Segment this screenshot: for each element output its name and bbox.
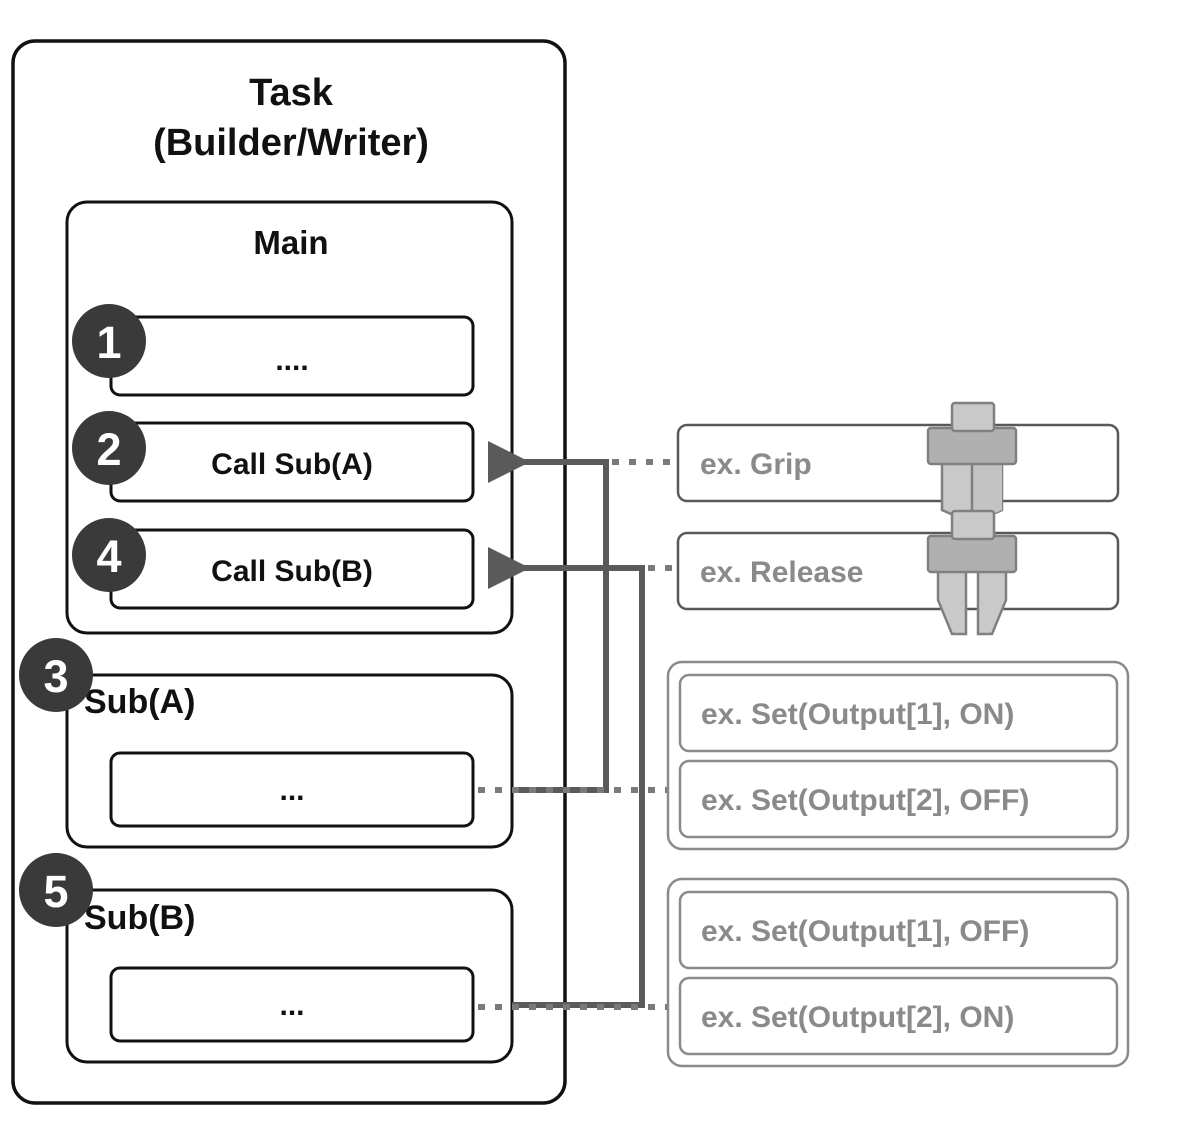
main-block-label: Main: [253, 224, 328, 261]
task-title-line1: Task: [249, 72, 334, 114]
main-step-4-label: Call Sub(B): [211, 555, 373, 588]
gripper-closed-icon: [926, 401, 1018, 525]
step-badge-4[interactable]: 4: [72, 518, 146, 592]
main-block[interactable]: [65, 200, 514, 635]
connector-sub-a-to-call-a: [488, 441, 609, 793]
sub-b-body-label: ...: [279, 989, 304, 1022]
sub-a-body-box[interactable]: [109, 751, 475, 828]
sub-b-label: Sub(B): [84, 899, 195, 937]
example-output-b2-label: ex. Set(Output[2], ON): [701, 1001, 1014, 1034]
gripper-open-icon: [926, 509, 1018, 636]
main-step-2-label: Call Sub(A): [211, 448, 373, 481]
step-badge-2-number: 2: [96, 424, 121, 475]
step-badge-3[interactable]: 3: [19, 638, 93, 712]
example-output-a1-label: ex. Set(Output[1], ON): [701, 698, 1014, 731]
main-step-1-label: ....: [275, 344, 308, 377]
example-release-label: ex. Release: [700, 556, 863, 589]
example-grip-label: ex. Grip: [700, 448, 812, 481]
example-output-b1-label: ex. Set(Output[1], OFF): [701, 915, 1029, 948]
example-output-a1-box[interactable]: [678, 673, 1119, 753]
step-badge-1[interactable]: 1: [72, 304, 146, 378]
step-badge-5-number: 5: [43, 866, 68, 917]
step-badge-5[interactable]: 5: [19, 853, 93, 927]
example-output-a2-label: ex. Set(Output[2], OFF): [701, 784, 1029, 817]
sub-b-body-box[interactable]: [109, 966, 475, 1043]
step-badge-3-number: 3: [43, 651, 68, 702]
step-badge-1-number: 1: [96, 317, 121, 368]
sub-a-body-label: ...: [279, 774, 304, 807]
example-output-b2-box[interactable]: [678, 976, 1119, 1056]
example-output-b1-box[interactable]: [678, 890, 1119, 970]
step-badge-4-number: 4: [96, 531, 121, 582]
sub-a-label: Sub(A): [84, 683, 195, 721]
task-title-line2: (Builder/Writer): [153, 122, 429, 164]
example-output-a2-box[interactable]: [678, 759, 1119, 839]
connector-sub-b-to-call-b: [488, 547, 645, 1008]
step-badge-2[interactable]: 2: [72, 411, 146, 485]
